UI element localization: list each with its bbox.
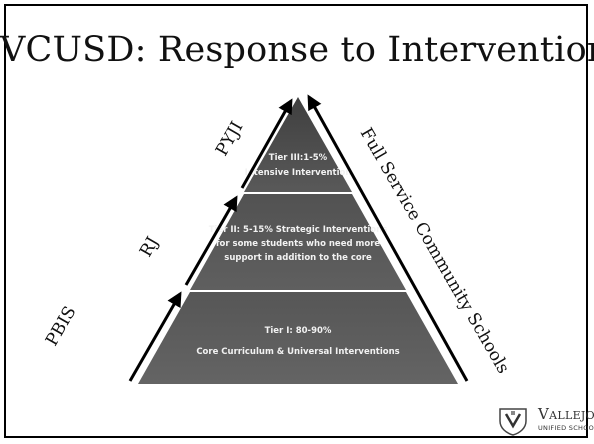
rj-label: RJ bbox=[136, 233, 163, 260]
tier-1-band bbox=[138, 292, 458, 384]
rj-arrow bbox=[184, 195, 238, 286]
slide-title: VCUSD: Response to Intervention bbox=[0, 30, 594, 70]
full-service-arrow bbox=[307, 94, 469, 382]
pyji-arrow bbox=[240, 98, 293, 189]
tier-2-label-line3: support in addition to the core bbox=[224, 253, 372, 263]
tier-3-label-line1: Tier III:1-5% bbox=[269, 153, 328, 163]
tier-1-label-line1: Tier I: 80-90% bbox=[265, 326, 332, 336]
tier-1-label-line2: Core Curriculum & Universal Intervention… bbox=[196, 347, 399, 357]
district-logo-subtitle: UNIFIED SCHOOL DISTRICT bbox=[538, 424, 594, 432]
district-logo bbox=[499, 408, 527, 436]
pbis-arrow bbox=[128, 291, 182, 382]
district-logo-name: Vallejo City bbox=[538, 405, 594, 423]
tier-2-band bbox=[190, 194, 406, 290]
tier-2-label-line2: for some students who need more bbox=[216, 239, 381, 249]
slide-border bbox=[4, 4, 588, 438]
tier-2-label-line1: Tier II: 5-15% Strategic Interventions bbox=[209, 225, 388, 235]
pbis-label: PBIS bbox=[42, 303, 80, 350]
tier-3-label-line2: Intensive Intervention bbox=[245, 168, 352, 178]
tier-3-band bbox=[244, 97, 352, 192]
pyji-label: PYJI bbox=[212, 118, 247, 159]
